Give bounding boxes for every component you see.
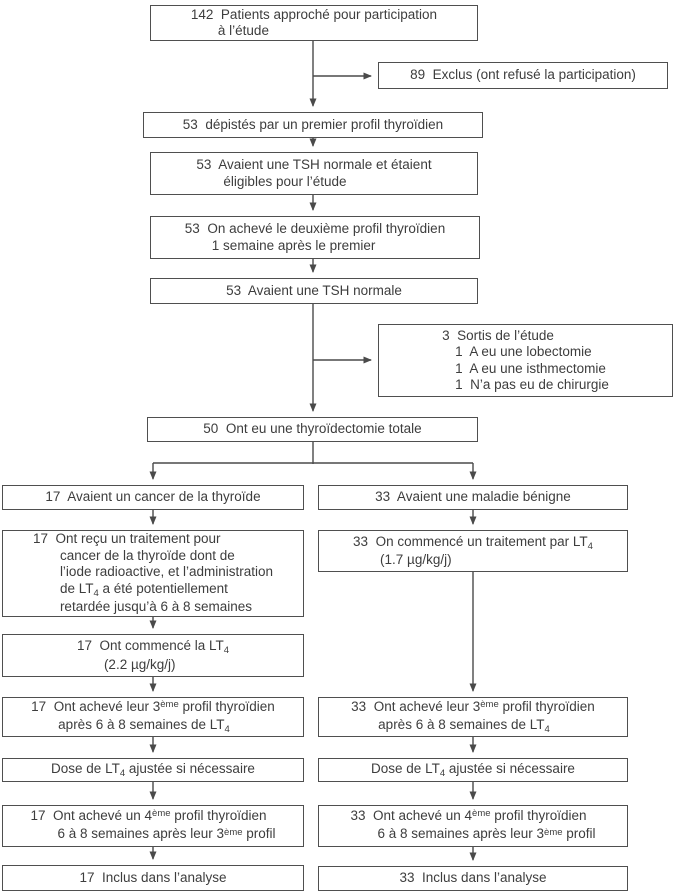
box-patients-approached: 142 Patients approché pour participation… (150, 5, 478, 41)
box-text-lt4-start-cancer: 17 Ont commencé la LT4(2.2 µg/kg/j) (76, 638, 230, 672)
box-text-patients-approached: 142 Patients approché pour participation… (190, 6, 438, 39)
box-total-thyroidectomy: 50 Ont eu une thyroïdectomie totale (147, 417, 478, 442)
box-lt4-start-benign: 33 On commencé un traitement par LT4(1.7… (318, 530, 628, 572)
box-dose-adjust-cancer: Dose de LT4 ajustée si nécessaire (2, 758, 304, 782)
box-excluded: 89 Exclus (ont refusé la participation) (378, 62, 668, 89)
box-lt4-start-cancer: 17 Ont commencé la LT4(2.2 µg/kg/j) (2, 634, 304, 677)
box-third-profile-cancer: 17 Ont achevé leur 3ème profil thyroïdie… (2, 697, 304, 737)
box-text-second-profile: 53 On achevé le deuxième profil thyroïdi… (184, 221, 446, 253)
box-text-total-thyroidectomy: 50 Ont eu une thyroïdectomie totale (203, 421, 422, 437)
box-analysis-benign: 33 Inclus dans l’analyse (318, 866, 628, 891)
box-text-third-profile-cancer: 17 Ont achevé leur 3ème profil thyroïdie… (31, 698, 275, 736)
box-screened: 53 dépistés par un premier profil thyroï… (143, 112, 483, 138)
box-text-excluded: 89 Exclus (ont refusé la participation) (410, 67, 636, 83)
box-text-analysis-cancer: 17 Inclus dans l’analyse (79, 869, 227, 885)
box-text-analysis-benign: 33 Inclus dans l’analyse (399, 870, 547, 886)
box-third-profile-benign: 33 Ont achevé leur 3ème profil thyroïdie… (318, 697, 628, 737)
box-text-screened-first-profile: 53 dépistés par un premier profil thyroï… (182, 116, 444, 132)
box-text-benign-disease: 33 Avaient une maladie bénigne (375, 489, 571, 505)
box-benign-disease: 33 Avaient une maladie bénigne (318, 485, 628, 510)
box-tsh-normal: 53 Avaient une TSH normale (150, 278, 478, 304)
box-analysis-cancer: 17 Inclus dans l’analyse (2, 865, 304, 891)
box-text-thyroid-cancer: 17 Avaient un cancer de la thyroïde (45, 489, 261, 505)
box-dose-adjust-benign: Dose de LT4 ajustée si nécessaire (318, 758, 628, 782)
box-text-third-profile-benign: 33 Ont achevé leur 3ème profil thyroïdie… (351, 698, 595, 736)
box-text-dose-adjust-cancer: Dose de LT4 ajustée si nécessaire (51, 760, 255, 779)
box-second-profile: 53 On achevé le deuxième profil thyroïdi… (150, 216, 480, 259)
box-thyroid-cancer: 17 Avaient un cancer de la thyroïde (2, 485, 304, 510)
box-text-tsh-normal: 53 Avaient une TSH normale (226, 282, 402, 298)
box-text-lt4-start-benign: 33 On commencé un traitement par LT4(1.7… (353, 533, 593, 568)
box-text-dose-adjust-benign: Dose de LT4 ajustée si nécessaire (371, 760, 575, 779)
